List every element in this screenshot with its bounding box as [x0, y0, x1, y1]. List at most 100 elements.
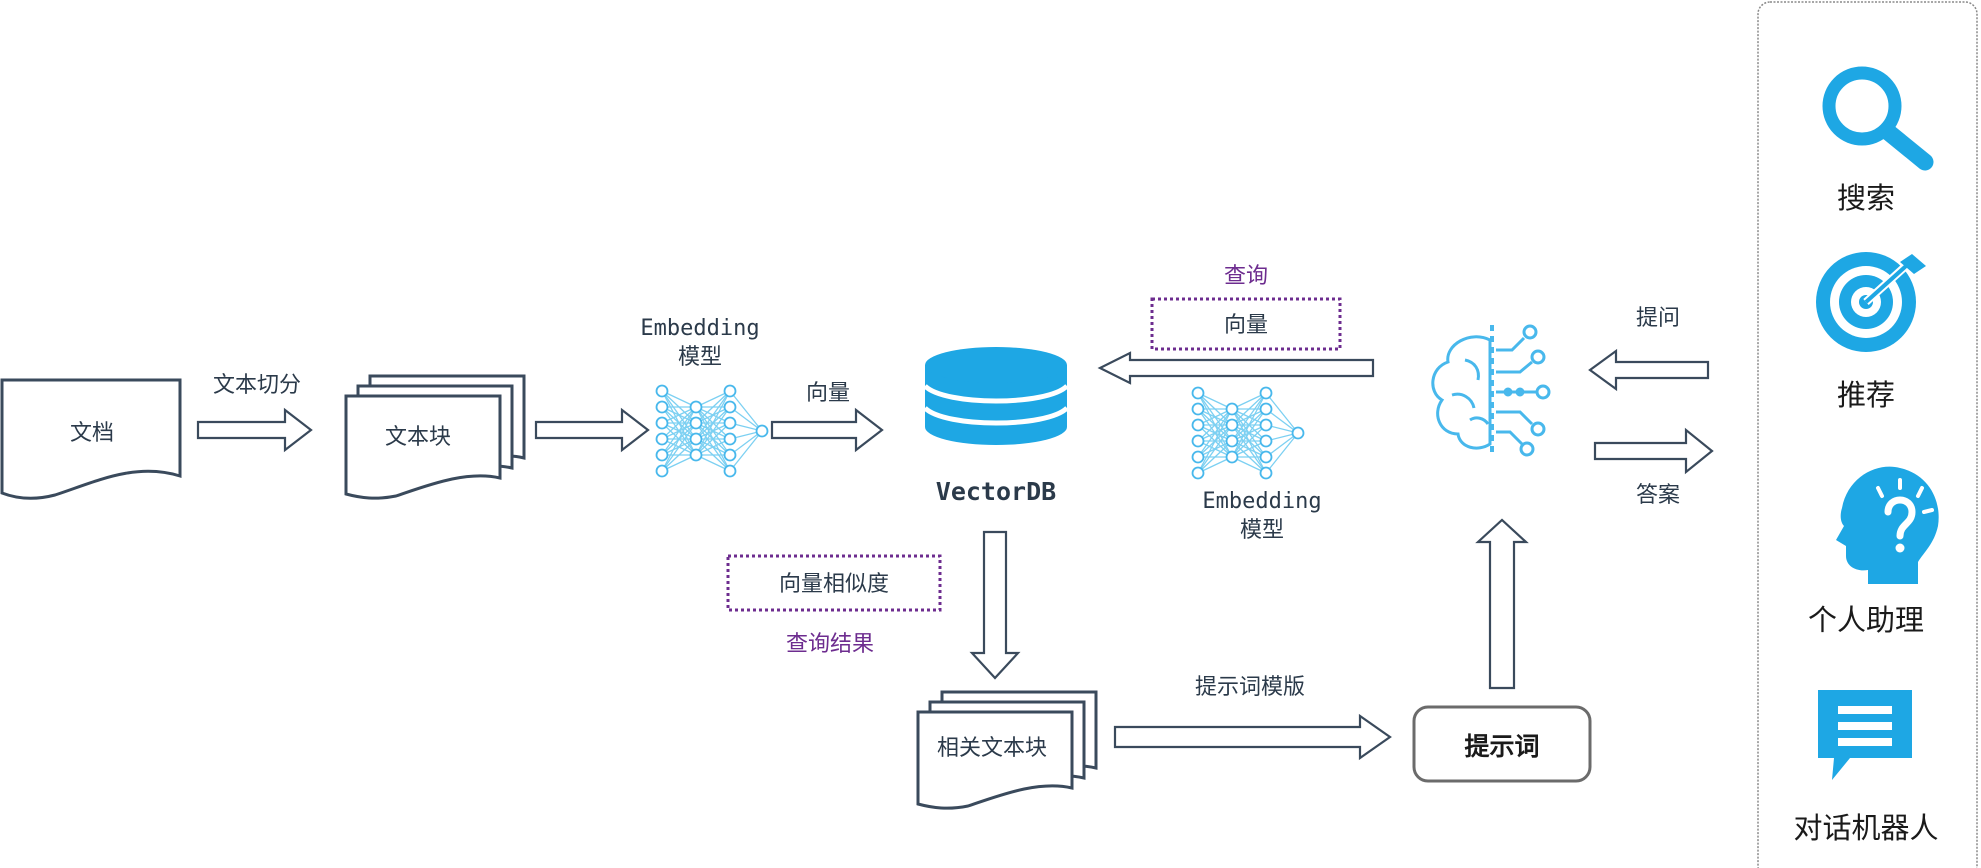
nn-edge: [1197, 408, 1233, 442]
text-chunks-label: 文本块: [385, 425, 451, 450]
nn-edge: [661, 406, 697, 472]
nn-node: [689, 432, 703, 446]
search-icon: [1822, 66, 1934, 171]
nn-node: [689, 416, 703, 430]
nn-node: [723, 432, 737, 446]
similarity-label: 向量相似度: [779, 572, 889, 597]
arrow-to-vectordb: 向量: [770, 381, 884, 453]
thinking-head-icon: [1836, 466, 1939, 584]
nn-node: [723, 416, 737, 430]
nn-node: [1191, 466, 1205, 480]
prompt-node: 提示词: [1412, 705, 1592, 783]
use-cases-sidebar: 搜索 推荐 个人助理 对话机器人: [1757, 1, 1978, 868]
nn-edge: [695, 390, 731, 440]
nn-node: [1225, 450, 1239, 464]
nn-node: [655, 432, 669, 446]
neural-network-icon: [655, 384, 769, 478]
nn-node: [655, 448, 669, 462]
nn-node: [1225, 402, 1239, 416]
sidebar-label-assistant: 个人助理: [1808, 603, 1924, 637]
arrow-split: 文本切分: [196, 373, 313, 453]
neural-network-icon: [1191, 386, 1305, 480]
nn-node: [723, 448, 737, 462]
nn-node: [1259, 450, 1273, 464]
embedding-model-left: Embedding 模型: [640, 316, 769, 478]
nn-node: [723, 400, 737, 414]
nn-node: [1191, 402, 1205, 416]
nn-edge: [695, 406, 731, 456]
embedding-left-subtitle: 模型: [678, 345, 722, 370]
vector-left-label: 向量: [806, 381, 850, 406]
nn-edge: [695, 390, 731, 424]
query-label: 查询: [1224, 264, 1268, 289]
nn-node: [655, 416, 669, 430]
query-vector-box: 向量: [1150, 297, 1342, 351]
arrow-to-prompt: 提示词模版: [1113, 675, 1392, 761]
embedding-right-subtitle: 模型: [1240, 518, 1284, 543]
arrow-answer: 答案: [1593, 427, 1714, 508]
nn-edge: [1197, 408, 1233, 458]
ask-label: 提问: [1636, 306, 1680, 331]
arrow-ask: 提问: [1588, 306, 1710, 392]
answer-label: 答案: [1636, 483, 1680, 508]
nn-node: [755, 424, 769, 438]
related-chunks-label: 相关文本块: [937, 736, 1047, 761]
nn-edge: [1265, 432, 1299, 458]
nn-node: [1291, 426, 1305, 440]
arrow-down-to-chunks: [969, 530, 1021, 680]
nn-edge: [729, 430, 763, 472]
prompt-template-label: 提示词模版: [1195, 675, 1305, 700]
embedding-model-right: Embedding 模型: [1191, 386, 1322, 543]
nn-node: [1225, 434, 1239, 448]
nn-node: [655, 400, 669, 414]
nn-edge: [695, 422, 731, 456]
sidebar-label-search: 搜索: [1837, 181, 1895, 215]
nn-edge: [729, 430, 763, 456]
vectordb-label: VectorDB: [936, 477, 1056, 506]
embedding-left-title: Embedding: [640, 316, 759, 341]
nn-edge: [661, 438, 697, 472]
nn-node: [1191, 386, 1205, 400]
nn-edge: [661, 422, 697, 472]
database-icon: [923, 347, 1069, 445]
nn-edge: [729, 390, 763, 432]
nn-node: [1191, 434, 1205, 448]
nn-edge: [661, 406, 697, 456]
target-icon: [1816, 252, 1926, 352]
text-chunks-node: 文本块: [344, 374, 526, 500]
embedding-right-title: Embedding: [1202, 489, 1321, 514]
document-label: 文档: [70, 421, 114, 446]
nn-node: [689, 448, 703, 462]
ai-brain-icon: [1431, 324, 1551, 457]
chat-bubble-icon: [1818, 690, 1912, 780]
text-split-label: 文本切分: [213, 373, 301, 398]
nn-node: [1259, 434, 1273, 448]
nn-edge: [729, 406, 763, 432]
vectordb-node: VectorDB: [923, 347, 1069, 506]
arrow-to-embedding: [534, 407, 650, 453]
nn-node: [1259, 402, 1273, 416]
related-chunks-node: 相关文本块: [916, 690, 1098, 810]
sidebar-label-recommend: 推荐: [1837, 378, 1895, 412]
nn-edge: [1231, 392, 1267, 426]
nn-edge: [1197, 408, 1233, 474]
nn-node: [1259, 418, 1273, 432]
nn-edge: [1197, 440, 1233, 474]
nn-node: [1259, 386, 1273, 400]
query-vector-label: 向量: [1224, 313, 1268, 338]
nn-node: [723, 384, 737, 398]
nn-edge: [1197, 424, 1233, 474]
nn-edge: [1231, 424, 1267, 458]
nn-node: [1191, 450, 1205, 464]
nn-edge: [1231, 408, 1267, 458]
nn-edge: [1265, 392, 1299, 434]
nn-edge: [1231, 392, 1267, 458]
arrow-query-to-vectordb: [1097, 351, 1375, 385]
sidebar-label-chatbot: 对话机器人: [1793, 811, 1938, 845]
nn-edge: [1265, 408, 1299, 434]
nn-edge: [1231, 392, 1267, 442]
arrow-up-to-brain: [1475, 518, 1529, 690]
nn-edge: [695, 390, 731, 456]
nn-node: [1191, 418, 1205, 432]
